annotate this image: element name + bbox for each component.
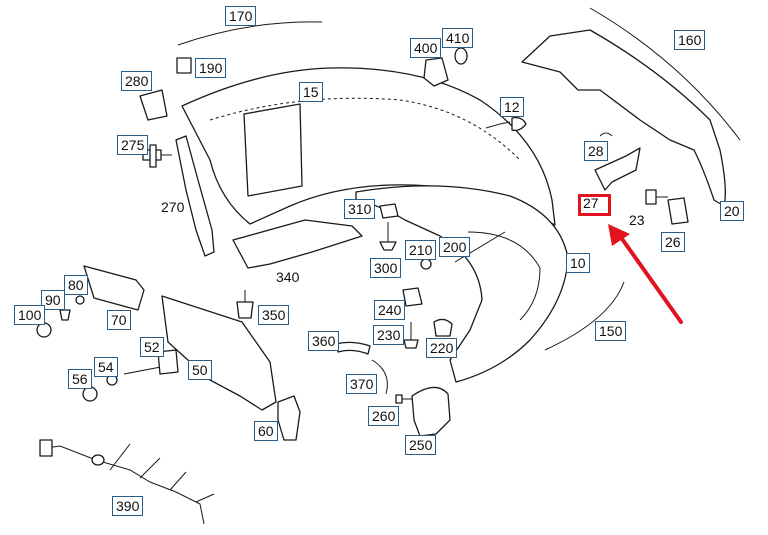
red-arrow (608, 224, 683, 324)
callout-400: 400 (410, 38, 442, 58)
callout-20: 20 (720, 201, 744, 221)
wiring-harness-390 (39, 439, 215, 525)
callout-54: 54 (94, 357, 118, 377)
absorber-50 (161, 295, 277, 411)
screw-350 (236, 290, 254, 319)
clip-310 (379, 203, 399, 219)
bracket-60 (277, 395, 301, 441)
callout-27: 27 (583, 195, 599, 211)
highlight-box-27 (578, 194, 611, 216)
callout-190: 190 (195, 58, 227, 78)
nut-100 (36, 322, 52, 338)
bracket-280 (139, 89, 168, 121)
callout-60: 60 (254, 421, 278, 441)
callout-70: 70 (107, 310, 131, 330)
callout-80: 80 (64, 275, 88, 295)
callout-170: 170 (225, 6, 257, 26)
sensor-12 (485, 116, 527, 132)
bolt-275 (142, 144, 172, 168)
callout-15: 15 (299, 82, 323, 102)
callout-410: 410 (442, 28, 474, 48)
trim-360 (335, 341, 371, 355)
callout-260: 260 (368, 406, 400, 426)
strip-200 (454, 231, 506, 263)
callout-12: 12 (500, 97, 524, 117)
callout-370: 370 (346, 374, 378, 394)
bolt-23 (645, 189, 668, 205)
washer-80 (75, 295, 85, 305)
bumper-body-10 (355, 185, 569, 383)
callout-52: 52 (140, 337, 164, 357)
bracket-70 (83, 265, 145, 311)
callout-10: 10 (566, 253, 590, 273)
nut-56 (82, 386, 98, 402)
bumper-body-10-ridge (467, 231, 541, 321)
grille-340 (232, 219, 363, 269)
bumper-cover-15-panel (243, 103, 303, 197)
seal-ring-410 (454, 47, 468, 65)
spoiler-160 (521, 29, 726, 207)
screw-230 (403, 322, 419, 349)
callout-90: 90 (41, 290, 65, 310)
clip-28 (599, 132, 613, 137)
callout-56: 56 (68, 369, 92, 389)
trim-370 (371, 359, 388, 395)
callout-270: 270 (161, 199, 185, 215)
callout-390: 390 (112, 496, 144, 516)
callout-310: 310 (344, 199, 376, 219)
spoiler-trim-160 (589, 7, 741, 141)
nut-220 (433, 318, 453, 337)
callout-230: 230 (373, 325, 405, 345)
pin-260 (395, 394, 414, 404)
callout-200: 200 (439, 237, 471, 257)
trim-150 (544, 281, 625, 351)
callout-280: 280 (121, 71, 153, 91)
callout-28: 28 (584, 141, 608, 161)
callout-220: 220 (426, 338, 458, 358)
nut-26 (667, 197, 689, 225)
callout-340: 340 (276, 269, 300, 285)
callout-50: 50 (188, 360, 212, 380)
screw-300 (379, 222, 397, 251)
callout-210: 210 (405, 240, 437, 260)
callout-160: 160 (674, 30, 706, 50)
cover-250 (411, 386, 451, 437)
clip-90 (59, 309, 71, 321)
bumper-cover-15-inner (209, 97, 521, 161)
washer-210 (420, 258, 432, 270)
callout-100: 100 (14, 305, 46, 325)
callout-26: 26 (661, 232, 685, 252)
callout-360: 360 (308, 331, 340, 351)
trim-strip-170 (177, 21, 323, 46)
clip-190 (176, 57, 192, 74)
sensor-holder-400 (423, 57, 449, 87)
callout-250: 250 (405, 435, 437, 455)
callout-350: 350 (258, 305, 290, 325)
callout-240: 240 (374, 300, 406, 320)
clip-240 (402, 287, 423, 307)
bracket-270 (175, 135, 215, 257)
callout-23: 23 (629, 212, 645, 228)
bracket-27 (594, 147, 641, 191)
callout-150: 150 (595, 321, 627, 341)
callout-275: 275 (117, 135, 149, 155)
callout-300: 300 (370, 258, 402, 278)
